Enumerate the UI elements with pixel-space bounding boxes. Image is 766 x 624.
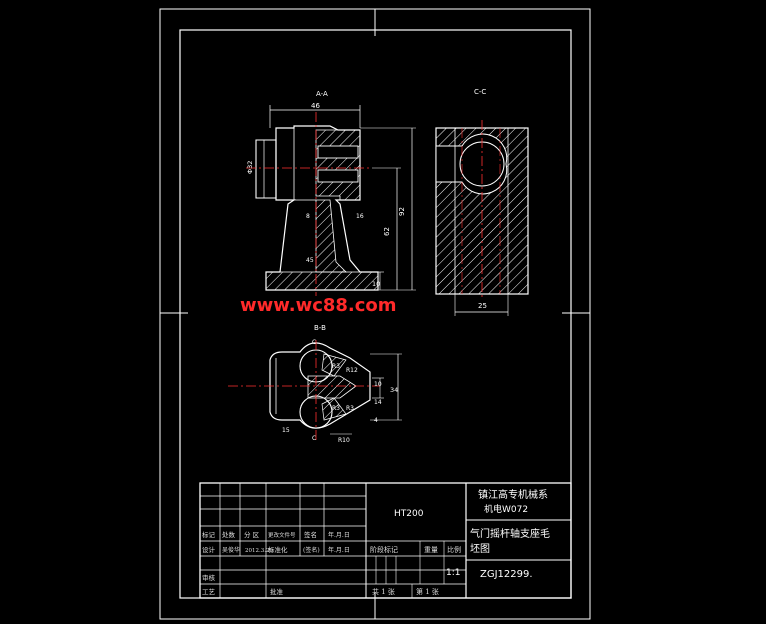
dim-height-mid: 62 [383,227,391,236]
drawing-number: ZGJ12299. [480,569,533,580]
dim-bb-r2: R12 [346,367,358,374]
row-date: 年.月.日 [328,531,350,539]
class-name: 机电W072 [484,503,528,515]
row-approve: 批准 [270,587,284,596]
title-block [199,482,572,599]
dim-bb-r4: R10 [338,437,350,444]
dim-bb-c2: C [312,435,316,442]
dim-bb-h: 34 [390,386,398,394]
dim-bb-d2: 14 [374,399,382,406]
dim-inner-w: 45 [306,257,314,264]
dim-rib-a: 8 [306,213,310,220]
dim-bb-r3: R3 [332,405,340,412]
part-name-line1: 气门摇杆轴支座毛 [470,527,550,540]
row-mark: 标记 [202,530,216,539]
std-sign: (签名) [303,546,320,554]
row-review: 审核 [202,573,216,582]
dim-cc-width: 25 [478,302,487,310]
dim-dia-left: Φ32 [246,161,254,174]
watermark-text: www.wc88.com [240,295,397,316]
stage-mark-label: 阶段标记 [370,545,398,554]
row-change-doc: 更改文件号 [268,531,296,539]
dim-bb-left: 15 [282,427,290,434]
scale-value: 1:1 [446,568,460,578]
dim-bb-r5: R3 [346,405,354,412]
dim-bb-r1: R3 [332,363,340,370]
row-standardize: 标准化 [268,545,288,554]
scale-label: 比例 [447,545,461,554]
section-view-c: C-C 25 [435,88,529,316]
dim-base-h: 10 [372,280,380,288]
std-date: 年.月.日 [328,546,350,554]
school-name: 镇江高专机械系 [478,488,548,501]
row-design: 设计 [202,545,216,554]
dim-bb-c1: C [312,339,316,346]
row-sign: 签名 [304,530,317,539]
dim-height-total: 92 [398,207,406,216]
material: HT200 [394,509,424,519]
part-name-line2: 坯图 [470,543,490,555]
designer-name: 吴俊华 [222,546,240,554]
dim-bb-d3: 4 [374,417,378,424]
dim-width-top: 46 [311,102,320,110]
row-zone: 分 区 [244,530,260,539]
title-block-text: HT200 镇江高专机械系 机电W072 气门摇杆轴支座毛 坯图 ZGJ1229… [202,488,550,596]
sheet-total: 共 1 张 [372,587,395,596]
centering-marks [160,9,590,619]
section-view-a: A-A 46 92 62 10 Φ32 [246,90,416,296]
section-c-label: C-C [474,88,486,96]
section-view-b: B-B 34 10 14 4 R3 R12 R3 R10 R3 15 C C [228,324,402,444]
row-count: 处数 [222,530,236,539]
design-date: 2012.3.20 [245,548,273,554]
section-a-label: A-A [316,90,328,98]
weight-label: 重量 [424,546,438,554]
sheet-number: 第 1 张 [416,587,439,596]
row-process: 工艺 [202,588,216,596]
section-b-label: B-B [314,324,326,332]
dim-rib-b: 16 [356,213,364,220]
dim-bb-d1: 10 [374,381,382,388]
